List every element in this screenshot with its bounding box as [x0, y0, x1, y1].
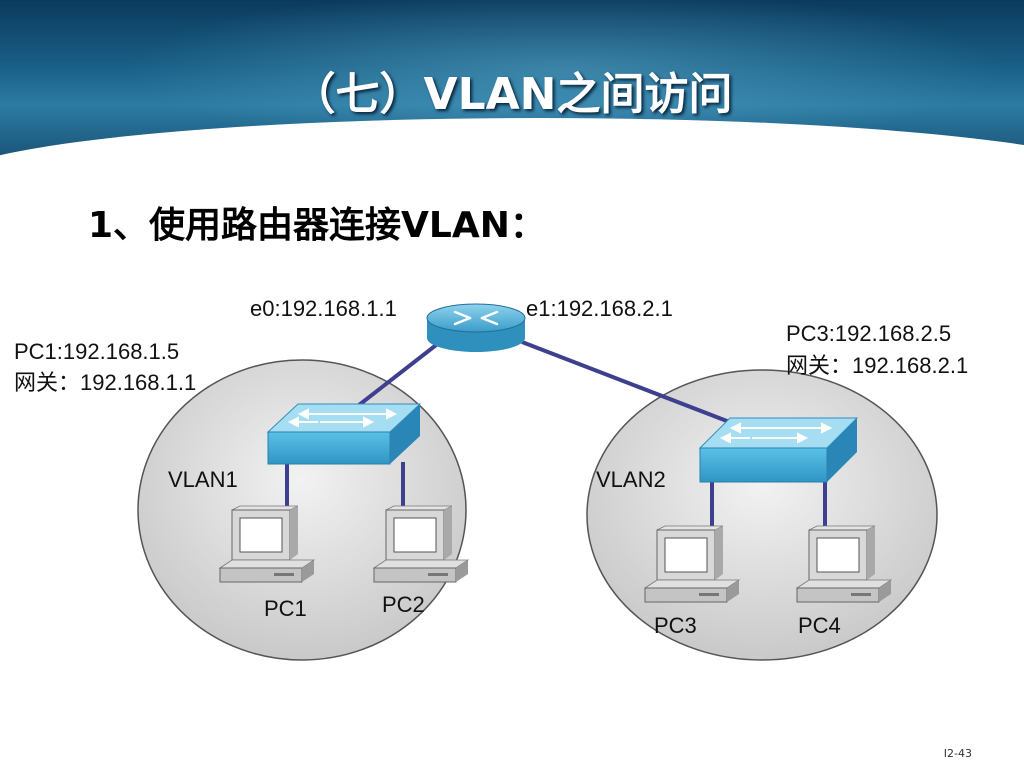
pc1-ip-label: PC1:192.168.1.5: [14, 339, 179, 364]
slide-title: （七）VLAN之间访问: [291, 69, 733, 120]
page-number: I2-43: [943, 747, 972, 760]
router-e0-label: e0:192.168.1.1: [250, 296, 397, 321]
link-router-switch1: [348, 340, 442, 414]
vlan2-cloud: [586, 369, 938, 661]
switch1-icon: [266, 403, 422, 465]
pc1-gateway-label: 网关：192.168.1.1: [14, 370, 196, 395]
slide-subtitle: 1、使用路由器连接VLAN：: [88, 205, 546, 246]
pc2-icon: [372, 505, 470, 583]
pc3-label: PC3: [654, 613, 697, 638]
vlan2-label: VLAN2: [596, 467, 666, 492]
pc3-gateway-label: 网关：192.168.2.1: [786, 353, 968, 378]
pc1-label: PC1: [264, 596, 307, 621]
slide-header: [0, 0, 1024, 175]
pc4-label: PC4: [798, 613, 841, 638]
pc3-ip-label: PC3:192.168.2.5: [786, 321, 951, 346]
pc3-icon: [643, 525, 741, 603]
router-icon: [426, 303, 526, 352]
switch2-icon: [698, 417, 859, 483]
pc2-label: PC2: [382, 592, 425, 617]
vlan1-label: VLAN1: [168, 467, 238, 492]
router-e1-label: e1:192.168.2.1: [526, 296, 673, 321]
pc4-icon: [795, 525, 893, 603]
pc1-icon: [218, 505, 316, 583]
link-router-switch2: [521, 340, 746, 430]
